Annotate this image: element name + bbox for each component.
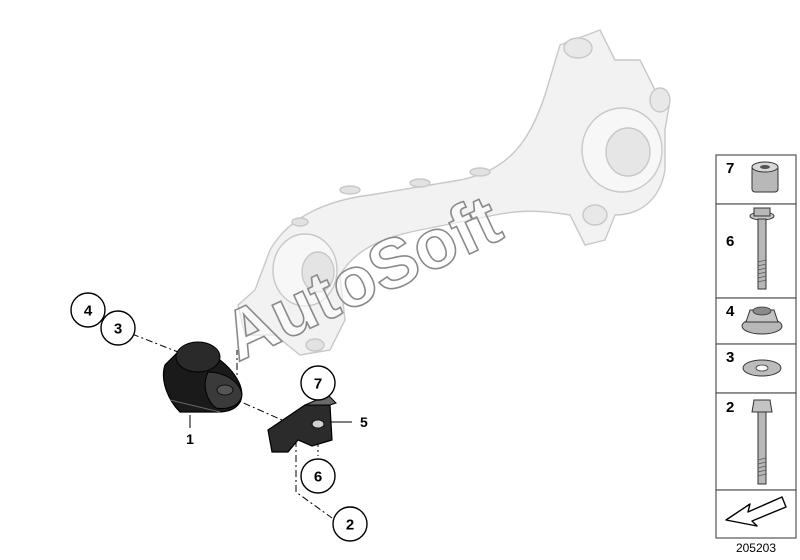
collar-bolt-icon [749,207,775,290]
svg-text:6: 6 [726,233,734,250]
trailing-arm [237,29,671,356]
callout-4: 4 [70,292,106,328]
callout-7: 7 [300,365,336,401]
label-1: 1 [186,431,194,447]
flange-nut-icon [741,306,783,335]
callout-3: 3 [100,310,136,346]
svg-text:2: 2 [726,399,734,416]
panel-item-6: 6 [726,207,775,290]
callout-2: 2 [332,506,368,542]
svg-text:3: 3 [726,349,734,366]
document-id: 205203 [736,541,776,555]
svg-text:4: 4 [726,303,735,320]
svg-text:6: 6 [314,469,322,486]
label-5: 5 [360,414,368,430]
callout-6: 6 [300,458,336,494]
svg-text:7: 7 [314,376,322,393]
bracket [267,394,337,453]
svg-text:7: 7 [726,160,734,177]
panel-item-7: 7 [726,160,779,193]
parts-panel: 7 6 4 [715,154,797,539]
arrow-icon [725,496,787,527]
svg-text:4: 4 [84,303,93,320]
panel-item-2: 2 [726,399,773,485]
sleeve-icon [751,161,779,193]
hex-bolt-icon [751,399,773,485]
panel-item-3: 3 [726,349,782,377]
washer-icon [742,359,782,377]
svg-text:2: 2 [346,517,354,534]
svg-text:3: 3 [114,321,122,338]
panel-item-4: 4 [726,303,783,335]
rubber-bushing [162,341,243,413]
